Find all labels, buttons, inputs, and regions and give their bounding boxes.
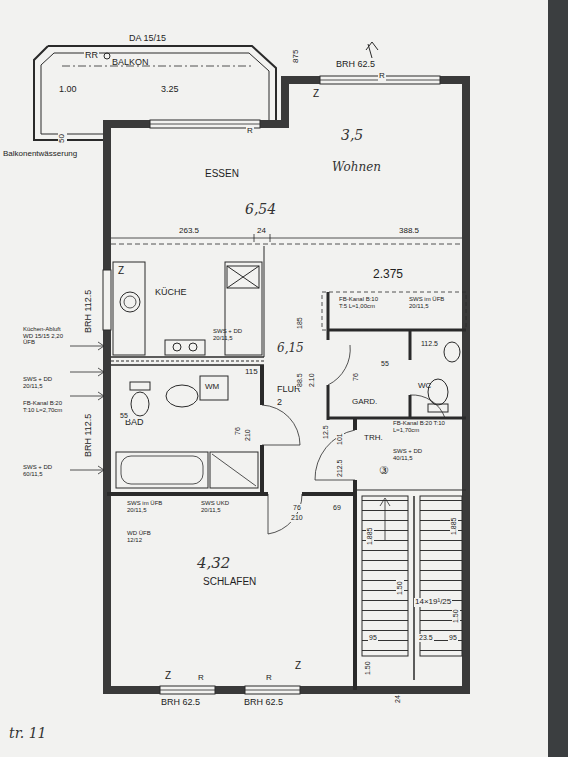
room-area: ESSEN Wohnen: [113, 86, 461, 236]
plan-annotation: 2.10: [308, 372, 316, 388]
plan-annotation: R: [378, 72, 386, 81]
plan-annotation: 185: [296, 316, 304, 330]
plan-annotation: Balkonentwässerung: [2, 150, 78, 159]
plan-annotation: Küchen-Abluft WD 15/15 2,20 ÜFB: [22, 326, 72, 346]
plan-annotation: SWS + DD 20/11,5: [22, 376, 70, 389]
room-name: ESSEN: [205, 168, 239, 179]
room-name: WC: [418, 382, 431, 391]
plan-annotation: R: [246, 127, 254, 136]
plan-annotation: FB-Kanal B:10 T:5 L≈1,00cm: [338, 296, 388, 309]
plan-annotation: FB-Kanal B:20 T:10 L≈2,70cm: [22, 400, 70, 413]
plan-annotation: 210: [290, 514, 304, 522]
plan-annotation: BRH 62.5: [160, 698, 201, 708]
plan-annotation: 263.5: [178, 227, 200, 236]
plan-annotation: 1.00: [58, 85, 78, 95]
plan-annotation: Z: [117, 265, 125, 276]
plan-annotation: 2: [276, 398, 283, 408]
plan-annotation: 1.885: [366, 526, 374, 546]
plan-annotation: SWS im ÜFB 20/11,5: [408, 296, 456, 309]
room-name: GARD.: [352, 398, 377, 407]
plan-annotation: BRH 62.5: [243, 698, 284, 708]
handwritten-note: tr. 11: [8, 726, 48, 741]
plan-annotation: BRH 112.5: [84, 413, 94, 458]
plan-annotation: 1.50: [396, 580, 404, 596]
plan-annotation: 1.885: [450, 516, 458, 536]
plan-annotation: 12.5: [322, 424, 330, 440]
plan-annotation: 76: [292, 504, 302, 512]
plan-annotation: SWS + DD 40/11,5: [392, 448, 440, 461]
plan-annotation: 210: [244, 428, 252, 442]
plan-annotation: 212.5: [336, 458, 344, 478]
plan-annotation: 115: [244, 368, 259, 377]
room-name: TRH.: [364, 434, 383, 443]
handwritten-note: 4,32: [196, 555, 231, 572]
room-name: KÜCHE: [155, 288, 187, 298]
plan-annotation: 101: [336, 432, 344, 446]
plan-annotation: SWS UKD 20/11,5: [200, 500, 248, 513]
plan-annotation: 388.5: [398, 227, 420, 236]
room-area: KÜCHE: [113, 246, 263, 354]
plan-annotation: 24: [394, 694, 402, 704]
plan-annotation: 2.375: [372, 268, 404, 281]
plan-annotation: BRH 62.5: [335, 60, 376, 70]
room-area: SCHLAFEN: [113, 496, 355, 686]
handwritten-note: 6,54: [244, 202, 277, 217]
plan-annotation: SWS im ÜFB 20/11,5: [126, 500, 174, 513]
plan-annotation: 69: [332, 504, 342, 512]
plan-annotation: 24: [256, 227, 267, 236]
plan-annotation: 95: [368, 634, 378, 642]
plan-annotation: BRH 112.5: [84, 289, 94, 334]
plan-annotation: ③: [378, 464, 390, 476]
room-name: BALKON: [112, 58, 149, 68]
plan-annotation: 95: [448, 634, 458, 642]
plan-annotation: R: [197, 674, 205, 683]
plan-annotation: 1.50: [452, 608, 460, 624]
plan-annotation: 1.50: [364, 660, 372, 676]
plan-annotation: 14×19¹/25: [414, 598, 452, 607]
room-area: GARD.: [330, 332, 408, 416]
room-name: SCHLAFEN: [203, 576, 256, 587]
plan-annotation: WD ÜFB 12/12: [126, 530, 168, 543]
plan-annotation: DA 15/15: [128, 34, 167, 44]
plan-annotation: 875: [292, 49, 301, 64]
plan-annotation: 55: [119, 412, 129, 420]
plan-annotation: R: [265, 674, 273, 683]
plan-annotation: WM: [204, 383, 220, 392]
plan-annotation: 23.5: [418, 634, 434, 642]
plan-annotation: Z: [164, 670, 172, 681]
handwritten-note: 6,15: [276, 342, 305, 355]
plan-annotation: 3.25: [160, 85, 180, 95]
handwritten-note: 3,5: [340, 128, 364, 143]
plan-annotation: FB-Kanal B:20 T:10 L≈1,70cm: [392, 420, 446, 433]
plan-annotation: 50: [58, 133, 67, 144]
plan-annotation: 88.5: [296, 372, 304, 388]
plan-annotation: RR: [84, 51, 99, 61]
plan-annotation: SWS + DD 60/11,5: [22, 464, 70, 477]
plan-annotation: Z: [294, 660, 302, 671]
plan-annotation: Z: [312, 88, 320, 99]
plan-annotation: 112.5: [420, 340, 439, 348]
plan-annotation: 76: [352, 372, 360, 382]
plan-annotation: SWS + DD 20/11,5: [212, 328, 256, 341]
plan-annotation: 76: [234, 426, 242, 436]
room-name: Wohnen: [332, 161, 381, 174]
plan-annotation: 55: [380, 360, 390, 368]
